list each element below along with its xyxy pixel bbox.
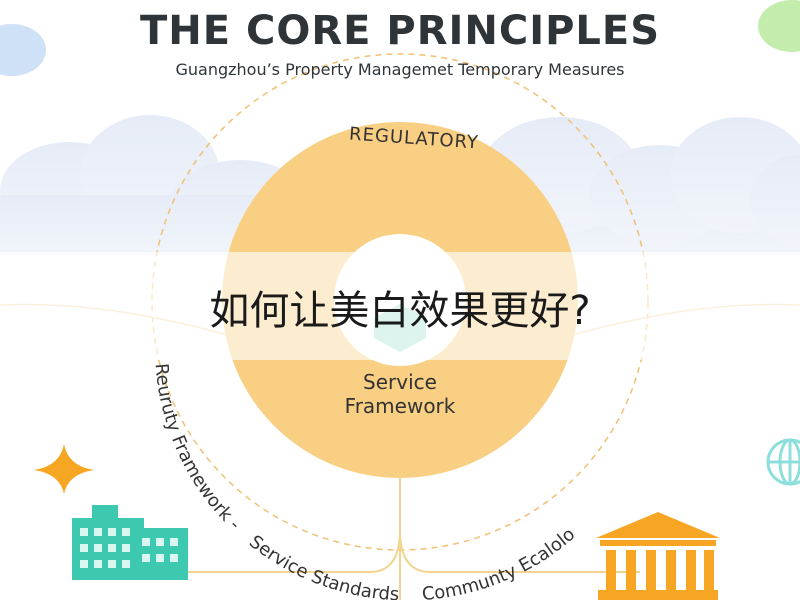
page-title: THE CORE PRINCIPLES bbox=[139, 8, 661, 54]
government-building-icon bbox=[596, 512, 720, 600]
left-arc-label: Reuruty Framework - bbox=[150, 362, 244, 534]
sparkle-icon bbox=[34, 444, 94, 494]
overlay-band bbox=[0, 252, 800, 360]
right-arc-label: Communty Ecalolo bbox=[421, 524, 579, 600]
center-label: Service Framework bbox=[300, 370, 500, 418]
bottom-arc-label: Service Standards bbox=[245, 531, 400, 600]
overlay-question: 如何让美白效果更好? bbox=[209, 288, 591, 334]
center-label-line1: Service bbox=[363, 370, 437, 394]
page-subtitle: Guangzhou’s Property Managemet Temporary… bbox=[175, 60, 625, 79]
top-left-blob-icon bbox=[0, 24, 46, 76]
globe-icon bbox=[766, 438, 800, 486]
center-label-line2: Framework bbox=[344, 394, 456, 418]
top-right-blob-icon bbox=[758, 0, 800, 52]
connector-lines bbox=[130, 478, 640, 600]
office-building-icon bbox=[72, 505, 188, 580]
